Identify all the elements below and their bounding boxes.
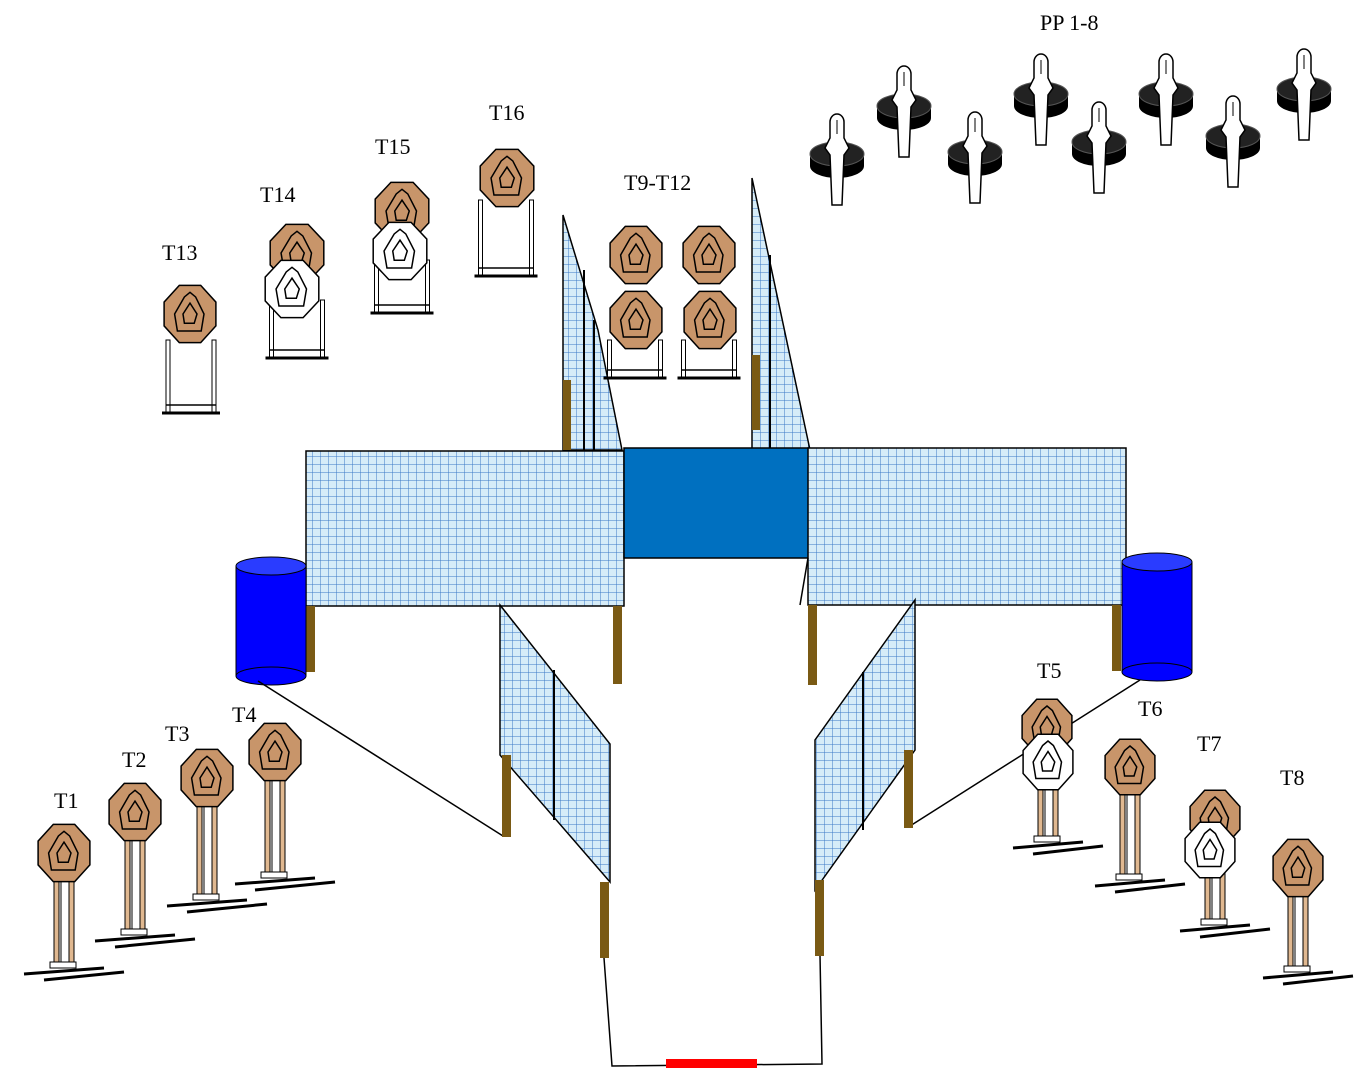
no-shoot-target-icon [1184, 821, 1236, 879]
plates-layer [809, 48, 1332, 206]
label-t4: T4 [232, 702, 256, 727]
right-barrel-icon [1121, 552, 1193, 682]
target-t7 [1179, 789, 1271, 939]
start-box [666, 1059, 757, 1068]
target-t4 [234, 722, 336, 892]
far-left-wall [562, 214, 623, 451]
label-t7: T7 [1197, 731, 1221, 756]
no-shoot-target-icon [1022, 733, 1074, 791]
target-icon [1104, 738, 1156, 796]
label-t9-t12: T9-T12 [624, 170, 691, 195]
target-icon [1272, 838, 1324, 898]
targets-layer [23, 148, 1354, 986]
target-icon [609, 225, 663, 285]
far-right-wall [751, 177, 811, 451]
popper-6-icon [1138, 53, 1194, 146]
popper-2-icon [876, 65, 932, 158]
target-icon [248, 722, 302, 782]
solid-center-wall [623, 447, 810, 559]
label-t13: T13 [162, 240, 197, 265]
targets-t9-t12 [603, 225, 741, 380]
target-icon [108, 782, 162, 842]
label-t15: T15 [375, 134, 410, 159]
target-t14 [264, 223, 329, 360]
label-t14: T14 [260, 182, 295, 207]
popper-3-icon [947, 111, 1003, 204]
lower-right-wall [814, 597, 916, 956]
target-t2 [94, 782, 196, 949]
target-icon [609, 290, 663, 350]
label-t16: T16 [489, 100, 524, 125]
target-t5 [1012, 698, 1104, 856]
target-icon [682, 225, 736, 285]
label-t5: T5 [1037, 658, 1061, 683]
label-t3: T3 [165, 721, 189, 746]
left-barrel-icon [235, 556, 307, 686]
target-icon [37, 823, 91, 883]
target-t16 [474, 148, 538, 278]
right-main-wall [799, 447, 1127, 685]
label-pp: PP 1-8 [1040, 10, 1098, 35]
label-t8: T8 [1280, 765, 1304, 790]
label-t6: T6 [1138, 696, 1162, 721]
target-t15 [370, 181, 434, 315]
target-icon [479, 148, 535, 208]
fault-lines [257, 679, 1141, 1067]
popper-4-icon [1013, 53, 1069, 146]
no-shoot-target-icon [264, 259, 320, 319]
no-shoot-target-icon [372, 221, 428, 281]
label-t1: T1 [54, 788, 78, 813]
target-t13 [162, 284, 220, 415]
target-icon [683, 290, 737, 350]
target-icon [163, 284, 217, 344]
popper-1-icon [809, 113, 865, 206]
target-t3 [166, 748, 268, 914]
popper-5-icon [1071, 101, 1127, 194]
target-icon [180, 748, 234, 808]
label-t2: T2 [122, 747, 146, 772]
left-main-wall [305, 450, 625, 684]
popper-7-icon [1205, 95, 1261, 188]
target-t6 [1094, 738, 1186, 894]
popper-8-icon [1276, 48, 1332, 141]
target-t1 [23, 823, 125, 982]
lower-left-wall [499, 602, 611, 958]
target-t8 [1262, 838, 1354, 986]
